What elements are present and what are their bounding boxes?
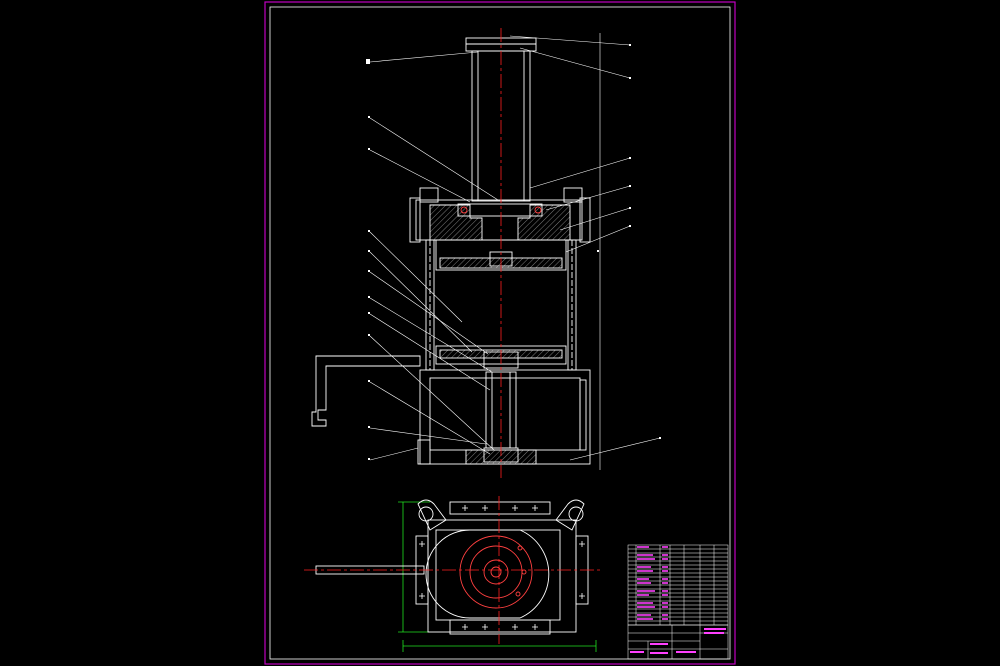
table-cell-mark [662, 602, 668, 604]
table-cell-mark [637, 594, 649, 596]
table-cell-mark [662, 606, 668, 608]
table-cell-mark [637, 606, 655, 608]
table-cell-mark [662, 554, 668, 556]
table-cell-mark [662, 578, 668, 580]
plan-top-bar [449, 501, 551, 515]
table-cell-mark [662, 546, 668, 548]
table-cell-mark [637, 614, 651, 616]
table-cell-mark [637, 570, 653, 572]
table-cell-mark [662, 570, 668, 572]
table-cell-mark [662, 582, 668, 584]
table-cell-mark [637, 578, 649, 580]
title-block-marks [630, 628, 726, 654]
top-crossbeam [409, 187, 591, 243]
title-block [627, 624, 729, 660]
table-cell-mark [637, 546, 649, 548]
table-cell-mark [637, 582, 651, 584]
table-cell-mark [662, 558, 668, 560]
rotary-table [459, 535, 533, 609]
parts-list-table [627, 544, 729, 626]
table-cell-mark [637, 602, 653, 604]
table-cell-mark [662, 594, 668, 596]
table-cell-mark [637, 566, 651, 568]
table-cell-mark [637, 618, 653, 620]
inner-border [269, 6, 731, 660]
rotary-guard [425, 529, 550, 619]
dimension-lines [398, 501, 597, 652]
parts-list-text-marks [637, 546, 668, 620]
table-cell-mark [662, 618, 668, 620]
table-cell-mark [662, 614, 668, 616]
plan-bottom-bar [449, 619, 551, 635]
left-lug-hole [418, 506, 434, 522]
table-cell-mark [637, 554, 653, 556]
outer-border [264, 1, 736, 665]
bolt-marks [419, 505, 585, 630]
table-cell-mark [662, 590, 668, 592]
table-cell-mark [637, 558, 655, 560]
right-lug [555, 499, 585, 531]
left-lug [417, 499, 447, 531]
base-housing [417, 369, 591, 465]
table-cell-mark [637, 590, 655, 592]
top-plan-view [304, 496, 600, 652]
table-cell-mark [662, 566, 668, 568]
right-lug-hole [568, 506, 584, 522]
side-arm [311, 355, 421, 427]
leader-markers [366, 44, 661, 460]
part-leaders [369, 35, 661, 461]
drawing-frame [264, 1, 736, 665]
front-section-view [311, 33, 601, 470]
